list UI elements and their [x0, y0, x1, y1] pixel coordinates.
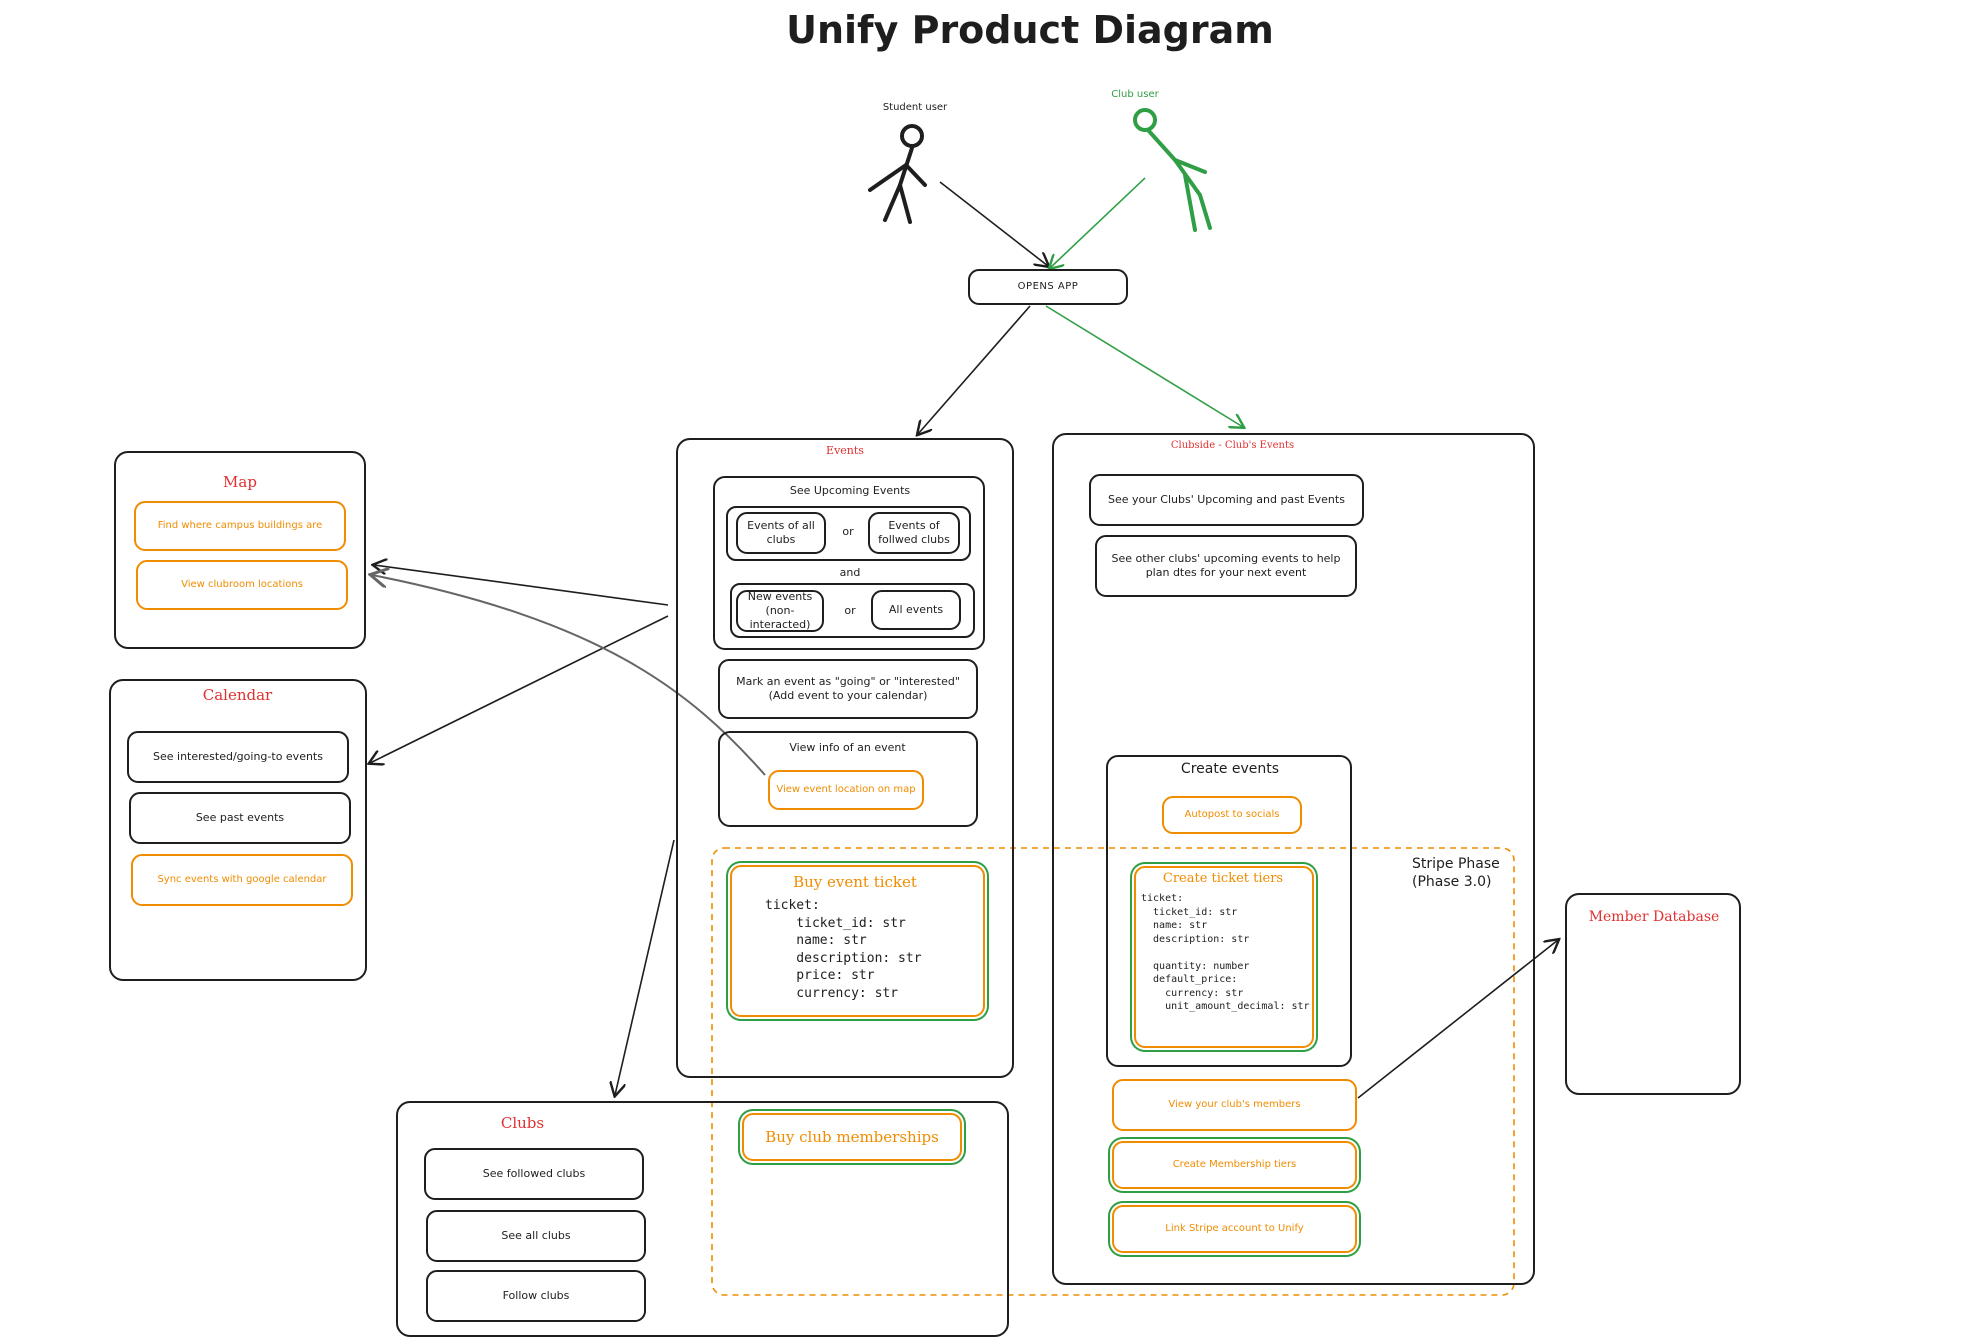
opens-app-box[interactable]: OPENS APP [968, 269, 1128, 305]
all-events-button[interactable]: All events [871, 590, 961, 630]
clubs-container [396, 1101, 1009, 1337]
sync-google-calendar-button[interactable]: Sync events with google calendar [131, 854, 353, 906]
calendar-container [109, 679, 367, 981]
page-title: Unify Product Diagram [786, 8, 1274, 52]
events-title: Events [826, 444, 864, 457]
or-label-1: or [842, 525, 854, 538]
buy-event-ticket-card[interactable] [730, 865, 985, 1017]
club-user-figure [1133, 108, 1212, 232]
member-database-title: Member Database [1588, 909, 1720, 925]
member-database-container [1565, 893, 1741, 1095]
student-user-figure [868, 124, 927, 224]
calendar-title: Calendar [202, 686, 273, 704]
find-campus-buildings-button[interactable]: Find where campus buildings are [134, 501, 346, 551]
map-container [114, 451, 366, 649]
see-club-upcoming-past-events-button[interactable]: See your Clubs' Upcoming and past Events [1089, 474, 1364, 526]
or-label-2: or [844, 604, 856, 617]
new-events-button[interactable]: New events (non-interacted) [736, 590, 824, 632]
interaction-scope-group [730, 583, 975, 638]
see-other-clubs-events-button[interactable]: See other clubs' upcoming events to help… [1095, 535, 1357, 597]
see-interested-events-button[interactable]: See interested/going-to events [127, 731, 349, 783]
student-user-label: Student user [882, 102, 948, 113]
stripe-phase-label: Stripe Phase (Phase 3.0) [1412, 856, 1500, 890]
see-all-clubs-button[interactable]: See all clubs [426, 1210, 646, 1262]
and-label: and [839, 566, 861, 579]
create-ticket-tiers-title: Create ticket tiers [1162, 871, 1284, 886]
events-of-followed-clubs-button[interactable]: Events of follwed clubs [868, 512, 960, 554]
club-scope-group [726, 506, 971, 561]
view-club-members-button[interactable]: View your club's members [1112, 1079, 1357, 1131]
create-ticket-tiers-card[interactable] [1134, 866, 1314, 1048]
follow-clubs-button[interactable]: Follow clubs [426, 1270, 646, 1322]
view-clubroom-locations-button[interactable]: View clubroom locations [136, 560, 348, 610]
create-events-group [1106, 755, 1352, 1067]
clubside-container [1052, 433, 1535, 1285]
see-past-events-button[interactable]: See past events [129, 792, 351, 844]
buy-club-memberships-button[interactable]: Buy club memberships [742, 1113, 962, 1161]
map-title: Map [223, 473, 257, 491]
clubside-title: Clubside - Club's Events [1170, 440, 1295, 451]
mark-event-going-button[interactable]: Mark an event as "going" or "interested"… [718, 659, 978, 719]
link-stripe-account-button[interactable]: Link Stripe account to Unify [1112, 1205, 1357, 1253]
view-event-info-label: View info of an event [789, 741, 906, 754]
events-container [676, 438, 1014, 1078]
upcoming-events-label: See Upcoming Events [789, 484, 911, 497]
club-user-label: Club user [1111, 89, 1159, 100]
upcoming-events-group [713, 476, 985, 650]
buy-event-ticket-schema: ticket: ticket_id: str name: str descrip… [765, 898, 922, 1001]
create-events-label: Create events [1180, 761, 1280, 777]
stripe-phase-region [711, 847, 1515, 1296]
view-event-info-group [718, 731, 978, 827]
create-ticket-tiers-schema: ticket: ticket_id: str name: str descrip… [1141, 893, 1310, 1012]
events-of-all-clubs-button[interactable]: Events of all clubs [736, 512, 826, 554]
see-followed-clubs-button[interactable]: See followed clubs [424, 1148, 644, 1200]
autopost-to-socials-button[interactable]: Autopost to socials [1162, 796, 1302, 834]
create-membership-tiers-button[interactable]: Create Membership tiers [1112, 1141, 1357, 1189]
view-event-location-button[interactable]: View event location on map [768, 770, 924, 810]
buy-event-ticket-title: Buy event ticket [793, 873, 917, 891]
clubs-title: Clubs [500, 1114, 545, 1132]
